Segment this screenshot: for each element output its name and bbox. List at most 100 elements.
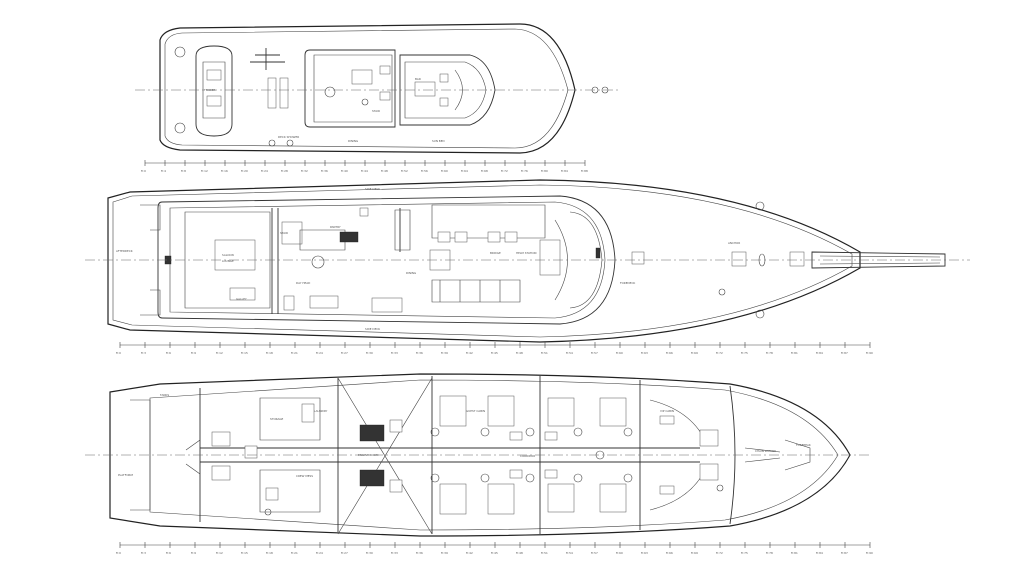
frame-label: Fr.66 bbox=[666, 351, 673, 355]
main-deck-superstructure bbox=[157, 195, 616, 325]
frame-label: Fr.84 bbox=[816, 351, 823, 355]
frame-label: Fr.9 bbox=[191, 551, 196, 555]
lower-deck-plan: PLATFORM STORAGE LAUNDRY CREW MESS ENGIN… bbox=[85, 373, 873, 555]
frame-label: Fr.90 bbox=[866, 351, 873, 355]
frame-label: Fr.15 bbox=[241, 351, 248, 355]
frame-label: Fr.12 bbox=[216, 351, 223, 355]
frame-label: Fr.60 bbox=[441, 169, 448, 173]
frame-label: Fr.21 bbox=[291, 351, 298, 355]
frame-label: Fr.80 bbox=[541, 169, 548, 173]
label-top-dining: DINING bbox=[348, 139, 358, 143]
frame-label: Fr.16 bbox=[221, 169, 228, 173]
label-lower-chain: CHAIN LOCKER bbox=[755, 449, 776, 453]
label-lower-forepeak: FOREPEAK bbox=[796, 443, 811, 447]
frame-label: Fr.36 bbox=[416, 551, 423, 555]
frame-label: Fr.51 bbox=[541, 551, 548, 555]
frame-label: Fr.66 bbox=[666, 551, 673, 555]
label-lower-guest: GUEST CABIN bbox=[466, 409, 485, 413]
frame-label: Fr.36 bbox=[416, 351, 423, 355]
frame-label: Fr.24 bbox=[316, 551, 323, 555]
frame-label: Fr.81 bbox=[791, 551, 798, 555]
frame-label: Fr.30 bbox=[366, 551, 373, 555]
bowsprit bbox=[811, 251, 946, 269]
frame-label: Fr.12 bbox=[201, 169, 208, 173]
frame-label: Fr.8 bbox=[181, 169, 186, 173]
frame-label: Fr.40 bbox=[341, 169, 348, 173]
frame-label: Fr.72 bbox=[501, 169, 508, 173]
frame-label: Fr.72 bbox=[716, 551, 723, 555]
frame-label: Fr.28 bbox=[281, 169, 288, 173]
frame-label: Fr.57 bbox=[591, 351, 598, 355]
label-main-bridge: BRIDGE bbox=[490, 251, 501, 255]
frame-label: Fr.51 bbox=[541, 351, 548, 355]
frame-label: Fr.27 bbox=[341, 551, 348, 555]
frame-label: Fr.36 bbox=[321, 169, 328, 173]
frame-label: Fr.42 bbox=[466, 351, 473, 355]
frame-label: Fr.69 bbox=[691, 351, 698, 355]
frame-label: Fr.4 bbox=[161, 169, 166, 173]
label-main-pantry: PANTRY bbox=[330, 225, 341, 229]
frame-label: Fr.75 bbox=[741, 351, 748, 355]
frame-label: Fr.69 bbox=[691, 551, 698, 555]
frame-label: Fr.63 bbox=[641, 351, 648, 355]
label-main-saloon: SALOON bbox=[222, 253, 234, 257]
frame-label: Fr.42 bbox=[466, 551, 473, 555]
label-lower-corridor: CORRIDOR bbox=[520, 454, 535, 458]
label-top-stair: STAIR bbox=[372, 109, 380, 113]
sun-deck-plan: TENDER DECK SHOWER DINING SUN BED BAR ST… bbox=[135, 23, 620, 173]
sun-deck-rail bbox=[164, 28, 569, 149]
frame-label: Fr.24 bbox=[316, 351, 323, 355]
frame-label: Fr.0 bbox=[116, 551, 121, 555]
label-main-sidedeck-port: SIDE DECK bbox=[365, 187, 380, 191]
main-deck-bulwark bbox=[112, 184, 853, 338]
main-deck-hull bbox=[107, 179, 861, 343]
frame-label: Fr.33 bbox=[391, 351, 398, 355]
label-main-lounge: LOUNGE bbox=[222, 259, 234, 263]
label-top-shower: DECK SHOWER bbox=[278, 135, 299, 139]
frame-label: Fr.78 bbox=[766, 551, 773, 555]
frame-label: Fr.27 bbox=[341, 351, 348, 355]
sun-deck-hull bbox=[159, 23, 576, 154]
label-main-sidedeck-stbd: SIDE DECK bbox=[365, 327, 380, 331]
frame-label: Fr.81 bbox=[791, 351, 798, 355]
frame-label: Fr.60 bbox=[616, 351, 623, 355]
label-main-dayhead: DAY HEAD bbox=[296, 281, 310, 285]
frame-label: Fr.68 bbox=[481, 169, 488, 173]
label-main-stair: STAIR bbox=[280, 231, 288, 235]
frame-label: Fr.87 bbox=[841, 351, 848, 355]
frame-label: Fr.18 bbox=[266, 351, 273, 355]
frame-label: Fr.44 bbox=[361, 169, 368, 173]
frame-label: Fr.87 bbox=[841, 551, 848, 555]
label-top-bar: BAR bbox=[415, 77, 421, 81]
label-lower-vip: VIP CABIN bbox=[660, 409, 674, 413]
frame-label: Fr.6 bbox=[166, 351, 171, 355]
frame-label: Fr.54 bbox=[566, 551, 573, 555]
frame-label: Fr.90 bbox=[866, 551, 873, 555]
label-lower-storage: STORAGE bbox=[270, 417, 284, 421]
label-lower-crewmess: CREW MESS bbox=[296, 474, 313, 478]
frame-label: Fr.64 bbox=[461, 169, 468, 173]
frame-label: Fr.88 bbox=[581, 169, 588, 173]
frame-label: Fr.0 bbox=[116, 351, 121, 355]
frame-label: Fr.39 bbox=[441, 551, 448, 555]
frame-label: Fr.30 bbox=[366, 351, 373, 355]
frame-label: Fr.33 bbox=[391, 551, 398, 555]
frame-label: Fr.72 bbox=[716, 351, 723, 355]
frame-label: Fr.20 bbox=[241, 169, 248, 173]
frame-label: Fr.48 bbox=[516, 351, 523, 355]
label-lower-laundry: LAUNDRY bbox=[314, 409, 328, 413]
frame-label: Fr.84 bbox=[561, 169, 568, 173]
frame-label: Fr.48 bbox=[381, 169, 388, 173]
frame-label: Fr.21 bbox=[291, 551, 298, 555]
frame-label: Fr.48 bbox=[516, 551, 523, 555]
frame-label: Fr.9 bbox=[191, 351, 196, 355]
tender-outline bbox=[195, 45, 233, 137]
frame-label: Fr.24 bbox=[261, 169, 268, 173]
label-lower-platform: PLATFORM bbox=[118, 473, 133, 477]
label-main-foredeck: FOREDECK bbox=[620, 281, 635, 285]
frame-label: Fr.39 bbox=[441, 351, 448, 355]
frame-label: Fr.3 bbox=[141, 551, 146, 555]
